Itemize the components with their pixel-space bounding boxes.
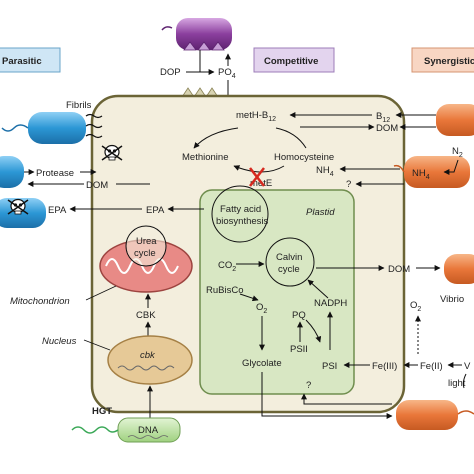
o2-right-label: O2 <box>410 300 421 313</box>
dna-label: DNA <box>138 425 159 436</box>
urea-line2: cycle <box>134 248 156 259</box>
co2-label: CO2 <box>218 260 236 273</box>
fatty-acid-line2: biosynthesis <box>216 216 269 227</box>
synergistic-label: Synergistic <box>424 56 474 67</box>
fatty-acid-cycle <box>211 185 269 243</box>
plastid <box>199 189 355 395</box>
po4-label: PO4 <box>218 67 236 80</box>
epa-inside-label: EPA <box>146 205 165 216</box>
calvin-line1: Calvin <box>276 252 302 263</box>
fibrils-icon <box>85 113 103 139</box>
purple-bacterium <box>161 18 232 51</box>
right-question-label: ? <box>346 179 351 190</box>
n2-label: N2 <box>452 146 463 159</box>
right-dom-label: DOM <box>376 123 398 134</box>
plastid-label: Plastid <box>306 207 335 218</box>
v-label: V <box>464 361 471 372</box>
left-dom-label: DOM <box>86 180 108 191</box>
orange-bacterium-b12 <box>436 104 474 136</box>
parasitic-label: Parasitic <box>2 56 42 67</box>
b12-label: B12 <box>376 111 390 124</box>
psi-label: PSI <box>322 361 337 372</box>
urea-cycle <box>125 225 167 267</box>
epa-outside-label: EPA <box>48 205 67 216</box>
calvin-line2: cycle <box>278 264 300 275</box>
pq-label: PQ <box>292 310 306 321</box>
cbk-gene-label: cbk <box>140 350 156 361</box>
glycolate-label: Glycolate <box>242 358 282 369</box>
o2-cell-label: O2 <box>256 302 267 315</box>
blue-bacterium-fibrils <box>1 112 86 144</box>
nh4-bacterium-label: NH4 <box>412 168 430 181</box>
competitive-header: Competitive <box>253 47 335 73</box>
skull-icon <box>7 198 29 215</box>
fe3-label: Fe(III) <box>372 361 397 372</box>
homocysteine-label: Homocysteine <box>274 152 334 163</box>
cbk-protein-label: CBK <box>136 310 156 321</box>
bottom-question-label: ? <box>306 380 311 391</box>
competitive-label: Competitive <box>264 56 318 67</box>
blue-bacterium-protease <box>0 156 24 188</box>
psii-label: PSII <box>290 344 308 355</box>
nucleus <box>107 335 193 385</box>
vibrio-label: Vibrio <box>440 294 464 305</box>
rubisco-label: RuBisCo <box>206 285 244 296</box>
fatty-acid-line1: Fatty acid <box>220 204 261 215</box>
orange-bacterium-vibrio <box>444 254 474 284</box>
meth-b12-label: metH-B12 <box>236 110 276 123</box>
urea-line1: Urea <box>136 236 157 247</box>
nucleus-label: Nucleus <box>42 336 77 347</box>
calvin-cycle <box>265 237 315 287</box>
orange-bacterium-glycolate <box>396 400 474 430</box>
fibrils-label: Fibrils <box>66 100 92 111</box>
synergistic-header: Synergistic <box>411 47 474 73</box>
orange-bacterium-nh4 <box>393 156 470 188</box>
dop-label: DOP <box>160 67 181 78</box>
parasitic-header: Parasitic <box>0 47 61 73</box>
nadph-label: NADPH <box>314 298 347 309</box>
methionine-label: Methionine <box>182 152 228 163</box>
mitochondrion-label: Mitochondrion <box>10 296 70 307</box>
fe2-label: Fe(II) <box>420 361 443 372</box>
dom2-label: DOM <box>388 264 410 275</box>
hgt-label: HGT <box>92 406 112 417</box>
protease-label: Protease <box>36 168 74 179</box>
light-label: light <box>448 378 466 389</box>
crossed-out-marker <box>249 167 265 187</box>
skull-icon <box>101 144 123 161</box>
nh4-cell-label: NH4 <box>316 165 334 178</box>
